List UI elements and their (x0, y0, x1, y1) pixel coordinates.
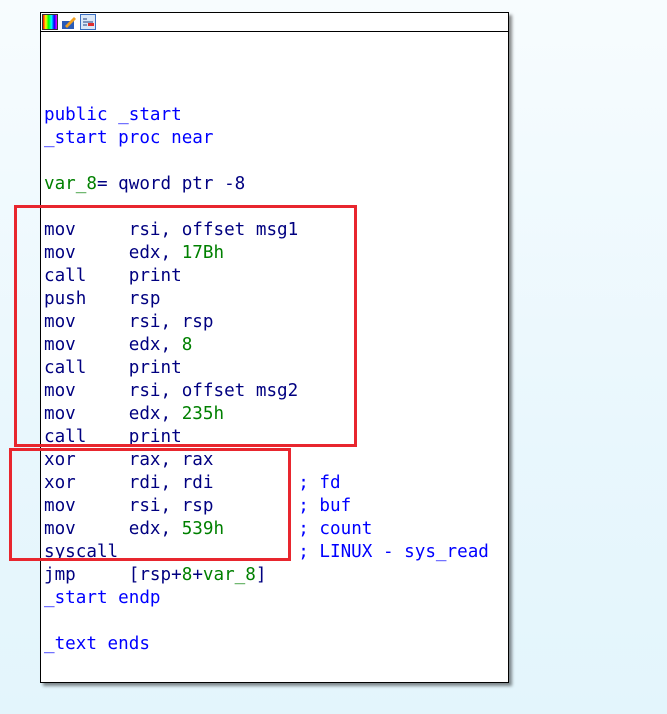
code-line[interactable]: push rsp (44, 288, 489, 311)
keyword: _start proc near (44, 128, 214, 148)
operand: edx, (128, 519, 182, 539)
operand: print (128, 427, 182, 447)
keyword: public _start (44, 105, 182, 125)
operand: ] (255, 565, 267, 585)
code-line[interactable]: xor rdi, rdi ; fd (44, 472, 489, 495)
color-palette-icon[interactable] (42, 14, 58, 30)
operand: rdi, rdi (128, 473, 299, 493)
code-line[interactable]: var_8= qword ptr -8 (44, 173, 489, 196)
mnemonic: mov (44, 381, 129, 401)
operand: rsi, rsp (128, 496, 299, 516)
operand: rsp (128, 289, 161, 309)
mnemonic: mov (44, 335, 129, 355)
operand: edx, (128, 243, 182, 263)
code-line[interactable]: call print (44, 265, 489, 288)
code-line[interactable]: _start proc near (44, 127, 489, 150)
mnemonic: mov (44, 404, 129, 424)
operand: rax, rax (128, 450, 214, 470)
code-line[interactable]: mov edx, 8 (44, 334, 489, 357)
edit-node-icon[interactable] (61, 14, 77, 30)
code-line[interactable]: mov rsi, rsp (44, 311, 489, 334)
operand: + (192, 565, 203, 585)
comment: ; count (298, 519, 373, 539)
operand: edx, (128, 404, 182, 424)
number: 8 (181, 335, 193, 355)
operand: edx, (128, 335, 182, 355)
mnemonic: xor (44, 473, 129, 493)
declaration: = qword ptr -8 (96, 174, 246, 194)
mnemonic: call (44, 427, 129, 447)
number: 8 (181, 565, 193, 585)
operand: print (128, 266, 182, 286)
operand: rsi, offset msg2 (128, 381, 299, 401)
blank-line[interactable] (44, 196, 489, 219)
mnemonic: mov (44, 496, 129, 516)
mnemonic: jmp (44, 565, 129, 585)
blank-line[interactable] (44, 610, 489, 633)
operand: rsi, offset msg1 (128, 220, 299, 240)
comment: ; LINUX - sys_read (298, 542, 489, 562)
code-line[interactable]: mov edx, 539h ; count (44, 518, 489, 541)
mnemonic: mov (44, 312, 129, 332)
code-line[interactable]: mov rsi, offset msg2 (44, 380, 489, 403)
mnemonic: call (44, 266, 129, 286)
mnemonic: syscall (44, 542, 299, 562)
number: 235h (181, 404, 225, 424)
code-line[interactable]: _start endp (44, 587, 489, 610)
code-line[interactable]: public _start (44, 104, 489, 127)
code-line[interactable]: mov edx, 235h (44, 403, 489, 426)
mnemonic: mov (44, 220, 129, 240)
code-line[interactable]: mov rsi, offset msg1 (44, 219, 489, 242)
operand: rsi, rsp (128, 312, 214, 332)
code-line[interactable]: mov edx, 17Bh (44, 242, 489, 265)
code-line[interactable]: mov rsi, rsp ; buf (44, 495, 489, 518)
mnemonic: push (44, 289, 129, 309)
code-line[interactable]: xor rax, rax (44, 449, 489, 472)
variable: var_8 (44, 174, 97, 194)
keyword: _start endp (44, 588, 161, 608)
comment: ; fd (298, 473, 341, 493)
comment: ; buf (298, 496, 352, 516)
number: 17Bh (181, 243, 225, 263)
operand: print (128, 358, 182, 378)
mnemonic: xor (44, 450, 129, 470)
node-titlebar (41, 13, 508, 32)
graph-layout-icon[interactable] (80, 14, 96, 30)
operand: [rsp+ (128, 565, 182, 585)
code-line[interactable]: jmp [rsp+8+var_8] (44, 564, 489, 587)
operand (224, 519, 298, 539)
code-line[interactable]: call print (44, 357, 489, 380)
mnemonic: mov (44, 519, 129, 539)
code-line[interactable]: _text ends (44, 633, 489, 656)
blank-line[interactable] (44, 150, 489, 173)
mnemonic: call (44, 358, 129, 378)
code-line[interactable]: syscall ; LINUX - sys_read (44, 541, 489, 564)
variable: var_8 (202, 565, 256, 585)
number: 539h (181, 519, 225, 539)
keyword: _text ends (44, 634, 150, 654)
mnemonic: mov (44, 243, 129, 263)
code-line[interactable]: call print (44, 426, 489, 449)
